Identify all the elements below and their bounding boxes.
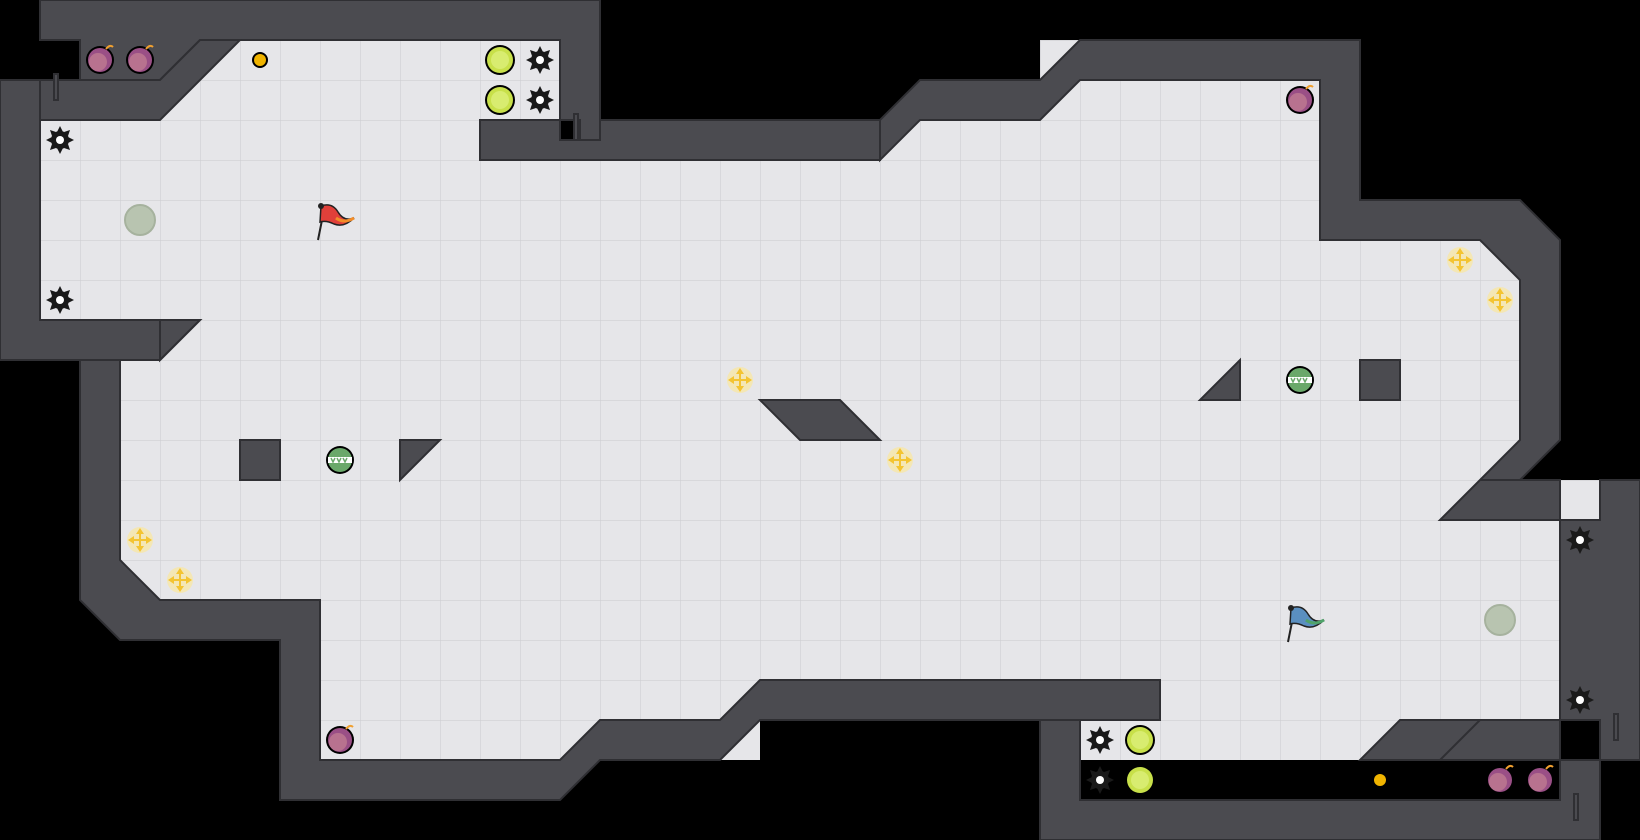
boost-icon[interactable] — [1447, 247, 1473, 273]
spike-icon — [46, 126, 74, 154]
pellet-icon[interactable] — [252, 52, 268, 68]
pellet-icon[interactable] — [1372, 772, 1388, 788]
boost-icon[interactable] — [887, 447, 913, 473]
boost-icon[interactable] — [167, 567, 193, 593]
powerup-icon[interactable] — [485, 45, 515, 75]
bomb-icon[interactable] — [325, 724, 355, 755]
boost-icon[interactable] — [727, 367, 753, 393]
powerup-icon[interactable] — [1125, 725, 1155, 755]
spike-icon — [1566, 686, 1594, 714]
spike-icon — [1086, 766, 1114, 794]
boost-icon[interactable] — [1487, 287, 1513, 313]
spike-icon — [1086, 726, 1114, 754]
bomb-icon[interactable] — [1285, 84, 1315, 115]
portal-icon[interactable] — [124, 204, 156, 236]
spike-icon — [1566, 526, 1594, 554]
bomb-icon[interactable] — [85, 44, 115, 75]
portal-icon[interactable] — [1484, 604, 1516, 636]
boost-icon[interactable] — [127, 527, 153, 553]
gate-button-icon[interactable] — [1285, 365, 1315, 395]
bomb-icon[interactable] — [125, 44, 155, 75]
blue-flag-icon[interactable] — [1287, 605, 1325, 643]
gate-button-icon[interactable] — [325, 445, 355, 475]
bomb-icon[interactable] — [1485, 764, 1515, 795]
spike-icon — [526, 86, 554, 114]
spike-icon — [526, 46, 554, 74]
powerup-icon[interactable] — [485, 85, 515, 115]
powerup-icon[interactable] — [1125, 765, 1155, 795]
spike-icon — [46, 286, 74, 314]
red-flag-icon[interactable] — [317, 203, 355, 241]
bomb-icon[interactable] — [1525, 764, 1555, 795]
